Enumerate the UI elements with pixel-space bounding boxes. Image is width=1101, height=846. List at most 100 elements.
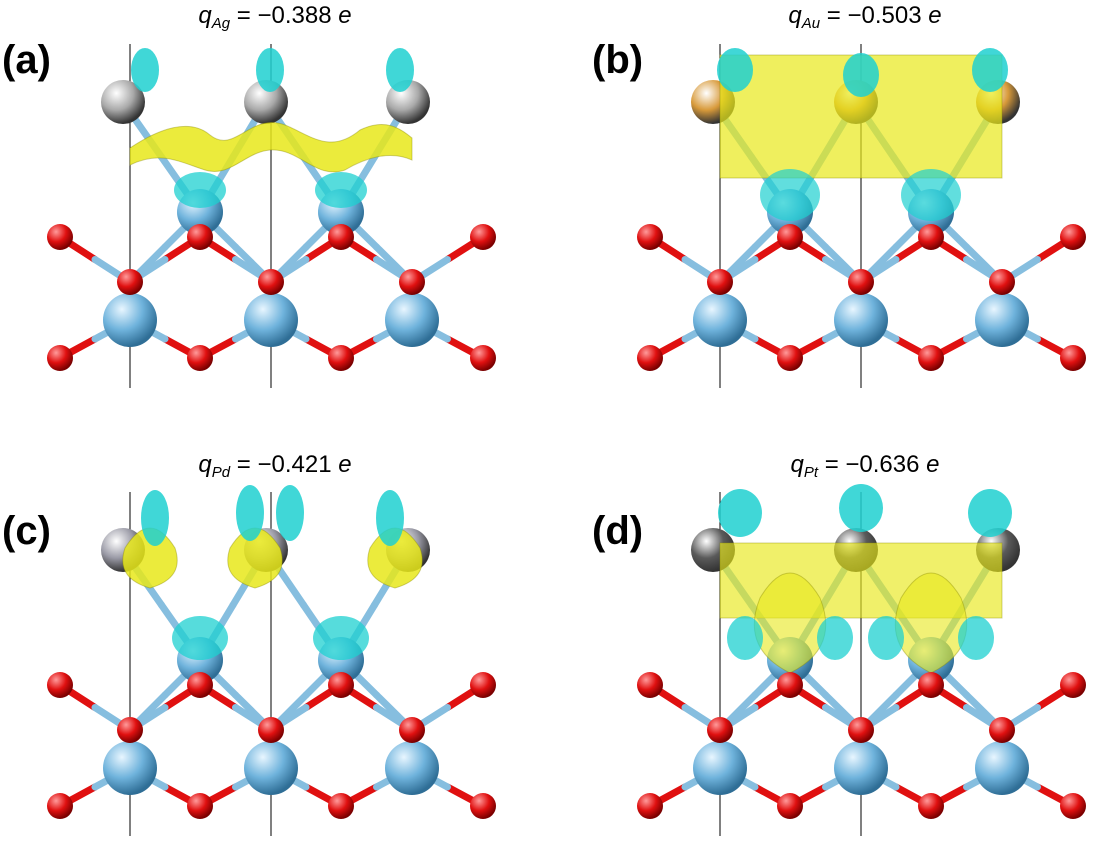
oxygen-atom <box>187 345 213 371</box>
oxygen-atom <box>47 672 73 698</box>
oxygen-atom <box>918 672 944 698</box>
oxygen-atom <box>399 269 425 295</box>
depletion-region <box>141 490 169 546</box>
structure-scene <box>637 44 1086 388</box>
oxygen-atom <box>637 345 663 371</box>
oxygen-atom <box>848 717 874 743</box>
oxygen-atom <box>187 793 213 819</box>
adsorbed-metal-atom <box>101 80 145 124</box>
charge-density-isosurface <box>718 484 1012 674</box>
depletion-region <box>276 485 304 541</box>
oxygen-atom <box>637 672 663 698</box>
oxygen-atom <box>707 717 733 743</box>
oxygen-atom <box>777 793 803 819</box>
depletion-region <box>972 48 1008 92</box>
oxygen-atom <box>470 793 496 819</box>
oxygen-atom <box>848 269 874 295</box>
depletion-region <box>868 616 904 660</box>
oxygen-atom <box>117 717 143 743</box>
cation-atom <box>385 293 439 347</box>
oxygen-atom <box>47 345 73 371</box>
panel-label: (d) <box>592 509 644 553</box>
oxygen-atom <box>258 269 284 295</box>
cation-atom <box>103 741 157 795</box>
oxygen-atom <box>989 269 1015 295</box>
oxygen-atom <box>637 224 663 250</box>
cation-atom <box>975 741 1029 795</box>
charge-title: qAg = −0.388 e <box>198 2 352 32</box>
depletion-region <box>727 616 763 660</box>
oxygen-atom <box>918 345 944 371</box>
oxygen-atom <box>707 269 733 295</box>
panel-label: (c) <box>2 509 51 553</box>
depletion-region <box>313 616 369 660</box>
accumulation-region <box>129 122 413 173</box>
structure-scene <box>47 44 496 388</box>
structure-scene <box>637 484 1086 836</box>
depletion-region <box>236 485 264 541</box>
charge-density-isosurface <box>122 485 423 660</box>
charge-title: qPd = −0.421 e <box>198 451 352 481</box>
cation-atom <box>693 741 747 795</box>
panel-c: (c) qPd = −0.421 e <box>0 423 550 846</box>
charge-title: qAu = −0.503 e <box>788 2 942 32</box>
oxygen-atom <box>777 224 803 250</box>
depletion-region <box>817 616 853 660</box>
oxygen-atom <box>637 793 663 819</box>
charge-density-isosurface <box>129 48 414 208</box>
depletion-region <box>843 53 879 97</box>
cation-atom <box>244 741 298 795</box>
oxygen-atom <box>470 224 496 250</box>
depletion-region <box>717 48 753 92</box>
oxygen-atom <box>777 345 803 371</box>
cation-atom <box>834 741 888 795</box>
depletion-region <box>968 489 1012 537</box>
panel-label: (a) <box>2 38 51 82</box>
depletion-region <box>386 48 414 92</box>
cation-atom <box>244 293 298 347</box>
depletion-region <box>376 490 404 546</box>
oxygen-atom <box>328 793 354 819</box>
cation-atom <box>693 293 747 347</box>
oxygen-atom <box>1060 224 1086 250</box>
oxygen-atom <box>328 224 354 250</box>
depletion-region <box>315 172 367 208</box>
oxygen-atom <box>187 672 213 698</box>
cation-atom <box>975 293 1029 347</box>
oxygen-atom <box>1060 793 1086 819</box>
structure-scene <box>47 485 496 836</box>
charge-title: qPt = −0.636 e <box>790 451 940 481</box>
adsorbed-metal-atom <box>244 80 288 124</box>
oxygen-atom <box>328 672 354 698</box>
oxygen-atom <box>47 224 73 250</box>
cation-atom <box>385 741 439 795</box>
oxygen-atom <box>117 269 143 295</box>
accumulation-region <box>719 54 1003 179</box>
oxygen-atom <box>258 717 284 743</box>
oxygen-atom <box>918 793 944 819</box>
oxygen-atom <box>328 345 354 371</box>
panel-a: (a) qAg = −0.388 e <box>0 0 550 423</box>
charge-density-isosurface <box>717 48 1008 221</box>
depletion-region <box>958 616 994 660</box>
oxygen-atom <box>470 345 496 371</box>
depletion-region <box>256 48 284 92</box>
oxygen-atom <box>1060 672 1086 698</box>
panel-label: (b) <box>592 38 644 82</box>
depletion-region <box>172 616 228 660</box>
oxygen-atom <box>777 672 803 698</box>
oxygen-atom <box>47 793 73 819</box>
oxygen-atom <box>989 717 1015 743</box>
oxygen-atom <box>187 224 213 250</box>
oxygen-atom <box>399 717 425 743</box>
oxygen-atom <box>1060 345 1086 371</box>
depletion-region <box>839 484 883 532</box>
depletion-region <box>131 48 159 92</box>
panel-b: (b) qAu = −0.503 e <box>590 0 1101 423</box>
depletion-region <box>174 172 226 208</box>
cation-atom <box>834 293 888 347</box>
depletion-region <box>901 169 961 221</box>
oxygen-atom <box>470 672 496 698</box>
panel-d: (d) qPt = −0.636 e <box>590 423 1101 846</box>
oxygen-atom <box>918 224 944 250</box>
